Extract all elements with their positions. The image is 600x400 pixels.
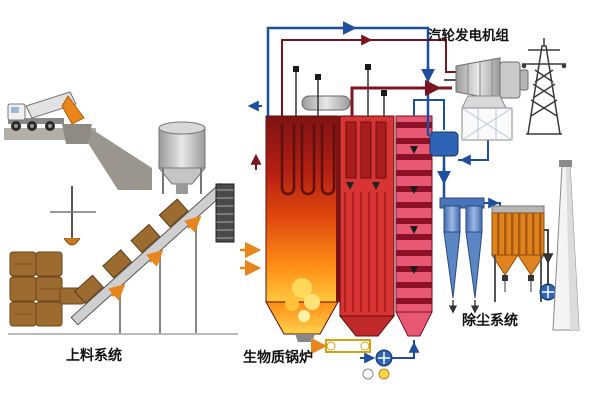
label-feeding-system: 上料系统 bbox=[66, 347, 122, 363]
feed-chute bbox=[215, 183, 235, 243]
bale-stack bbox=[9, 251, 63, 327]
cyclone-icon bbox=[443, 205, 483, 314]
biomass-boiler bbox=[265, 64, 433, 355]
bottom-equipment bbox=[360, 340, 420, 380]
label-biomass-boiler: 生物质锅炉 bbox=[243, 349, 313, 365]
turbine-generator-unit bbox=[444, 57, 529, 141]
superheater-pass bbox=[338, 115, 396, 337]
pump-icon bbox=[378, 368, 390, 380]
chimney-icon bbox=[552, 160, 580, 331]
air-heater-tank bbox=[429, 131, 459, 157]
pump-icon bbox=[362, 368, 374, 380]
steam-drum bbox=[301, 95, 351, 111]
label-dust-removal: 除尘系统 bbox=[462, 312, 518, 328]
economizer-pass bbox=[395, 115, 433, 337]
turbine-icon bbox=[455, 57, 501, 101]
truck-icon bbox=[4, 91, 152, 190]
ash-conveyor bbox=[295, 334, 371, 355]
boiler-valves bbox=[293, 64, 387, 116]
feed-system bbox=[4, 91, 262, 335]
silo-icon bbox=[157, 121, 207, 194]
fuel-flow-arrows bbox=[107, 215, 262, 301]
condenser-icon bbox=[461, 107, 513, 141]
steam-water-pipes bbox=[247, 21, 489, 170]
dust-removal-system bbox=[437, 156, 580, 331]
transmission-tower-icon bbox=[521, 38, 567, 135]
baghouse-icon bbox=[491, 205, 545, 302]
generator-icon bbox=[499, 61, 521, 99]
label-turbine-unit: 汽轮发电机组 bbox=[428, 27, 509, 43]
